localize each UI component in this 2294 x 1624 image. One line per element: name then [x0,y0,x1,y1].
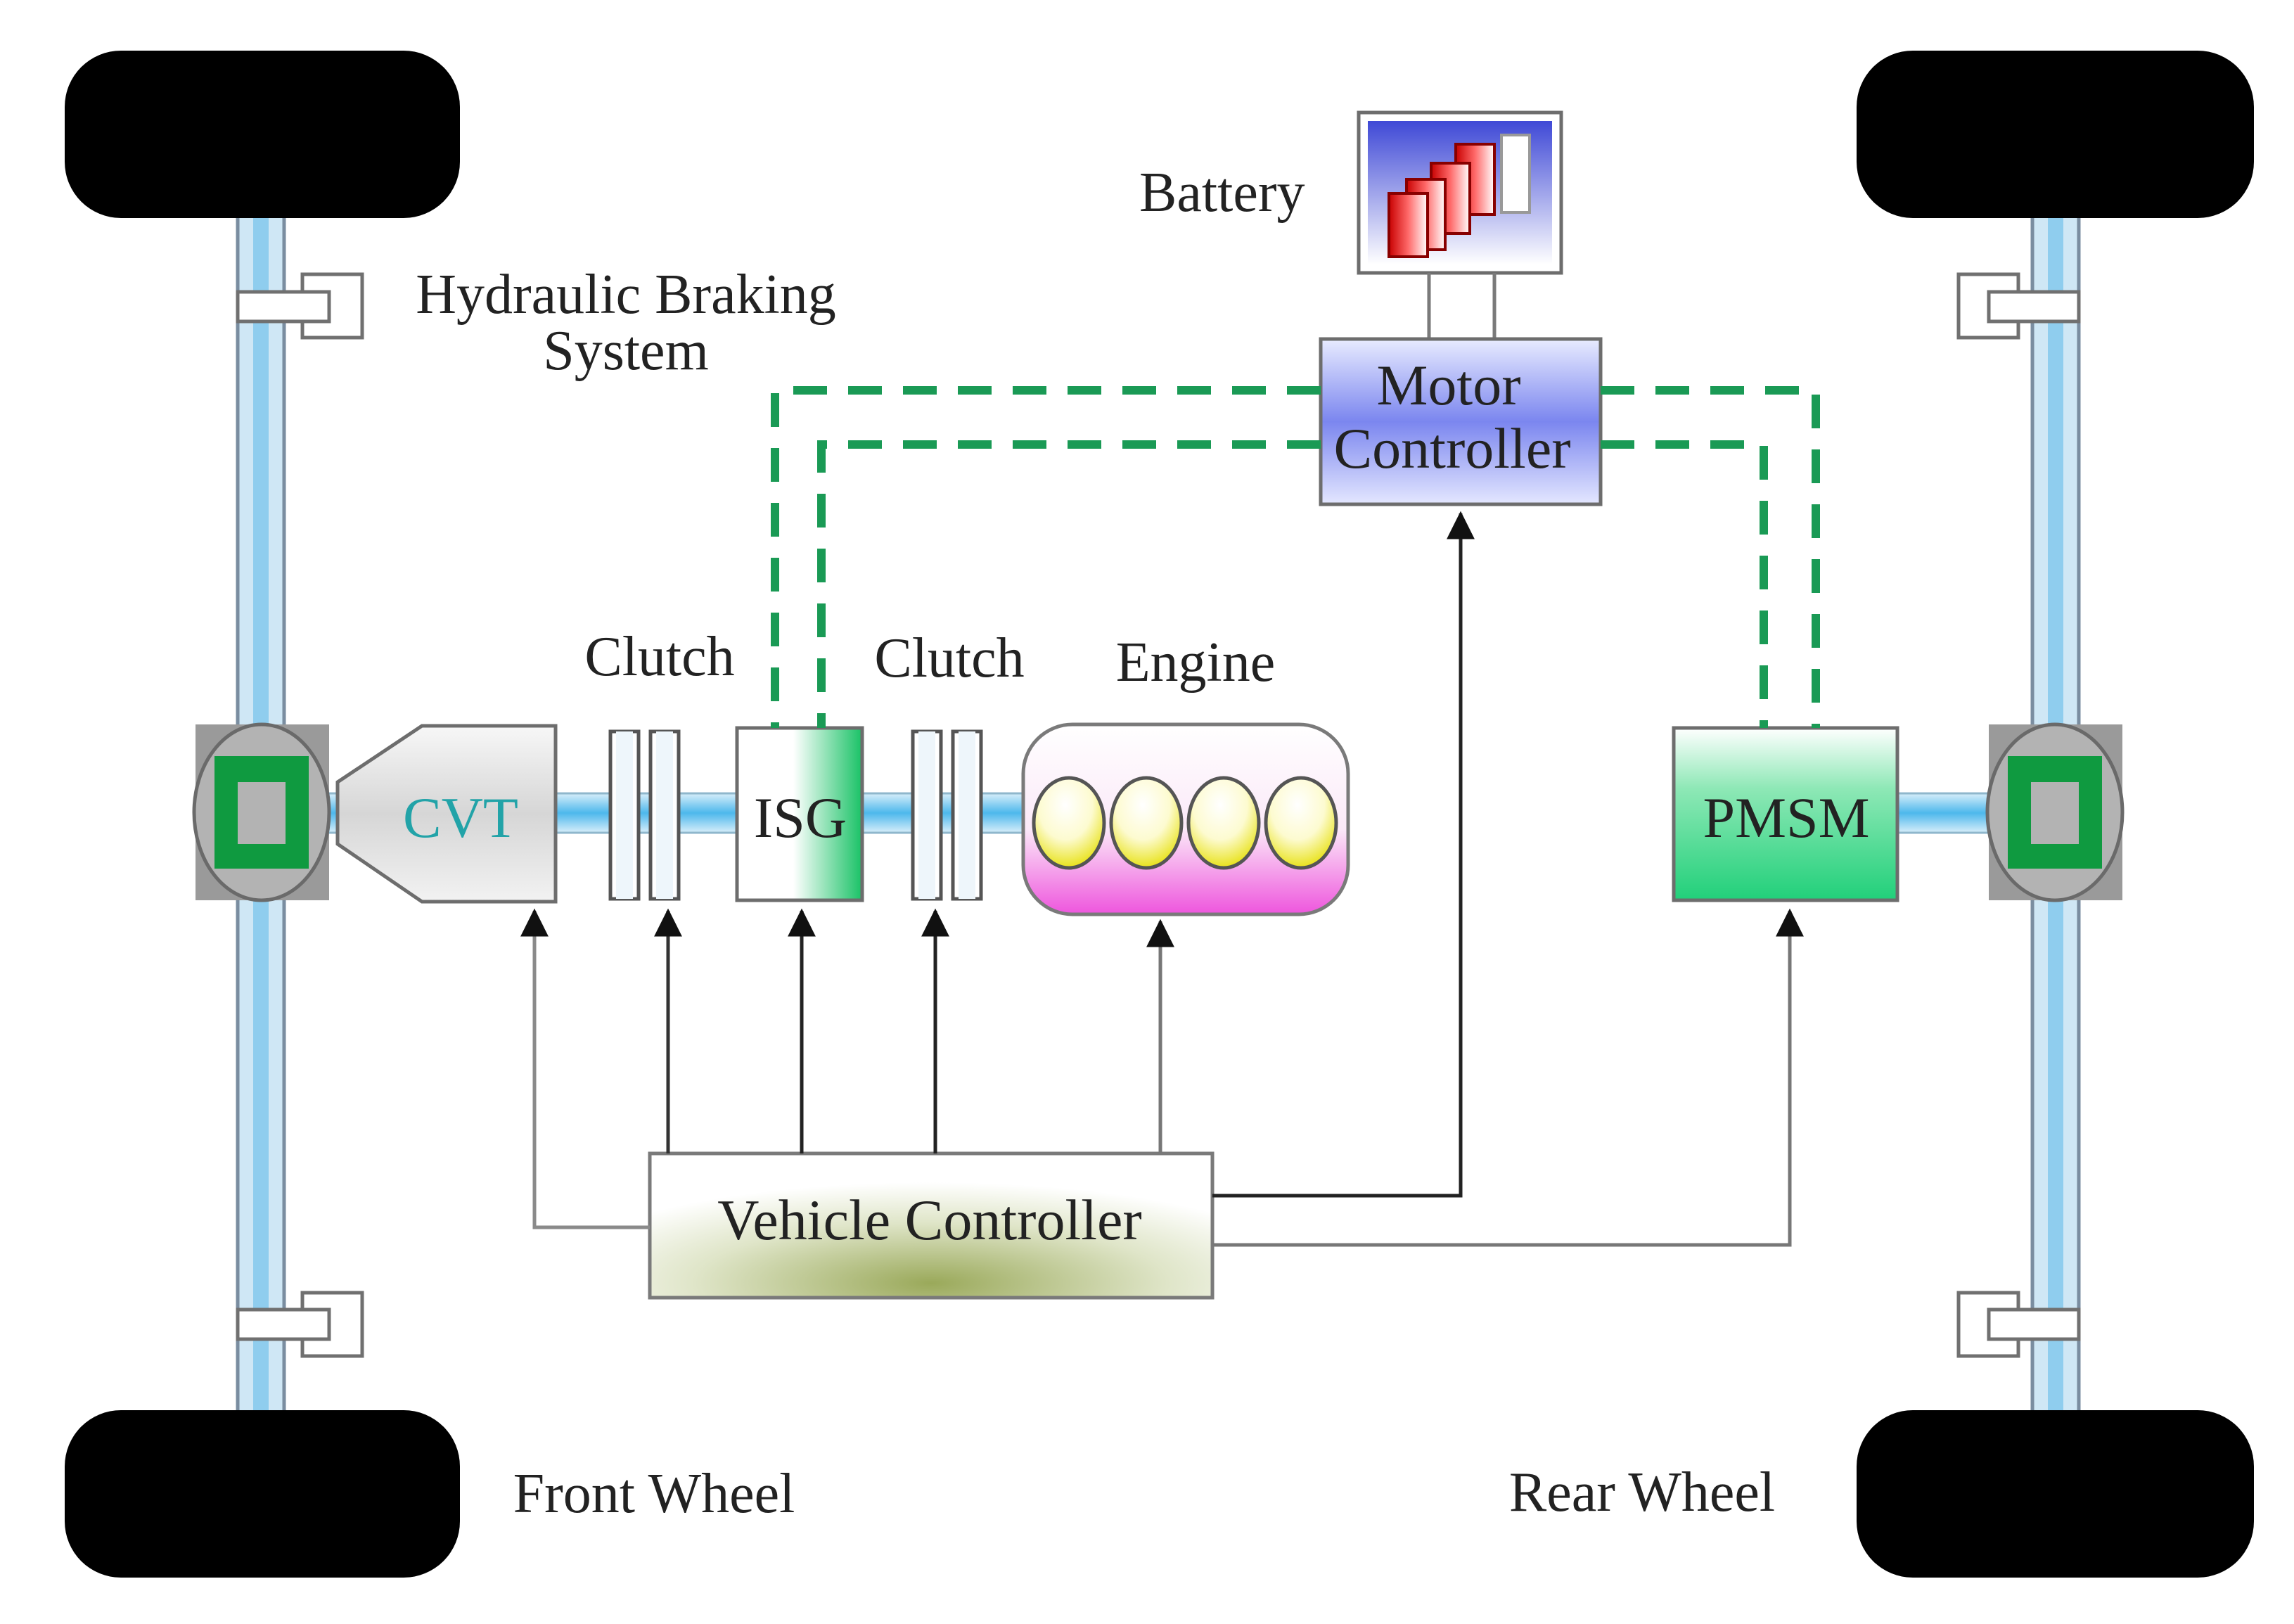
cvt-label: CVT [403,786,518,850]
brake-caliper-front-bottom [236,1291,364,1358]
arrow-to-motor-controller [1212,511,1475,1198]
brake-caliper-rear-top [1956,272,2081,340]
control-arrows [520,511,1804,1247]
engine-cylinder [1264,776,1338,870]
engine-cylinder [1109,776,1184,870]
motor-controller-box [1319,337,1603,506]
engine [1021,722,1350,916]
motor-controller-label-line1: Motor [1377,353,1521,417]
hydraulic-braking-label-line1: Hydraulic Braking [416,264,836,326]
motor-controller-label-line2: Controller [1333,416,1570,480]
front-wheel-top [65,51,460,218]
isg-box [735,726,864,902]
pmsm-label: PMSM [1703,786,1869,850]
battery [1357,110,1563,275]
rear-wheel-label: Rear Wheel [1509,1462,1775,1523]
clutch-1-label: Clutch [584,626,734,688]
pmsm-box [1672,726,1899,902]
isg-label: ISG [754,786,847,850]
front-differential [192,722,331,902]
engine-cylinder [1186,776,1261,870]
clutch-2-label: Clutch [874,627,1024,689]
battery-label: Battery [1139,162,1305,224]
mc-to-isg-inner [817,440,1321,728]
engine-label: Engine [1116,632,1276,693]
mc-to-pmsm-outer [1601,386,1820,728]
rear-differential [1985,722,2125,902]
brake-caliper-front-top [236,272,364,340]
mc-to-pmsm-inner [1601,440,1768,728]
front-wheel-bottom [65,1410,460,1578]
vehicle-controller-label: Vehicle Controller [717,1188,1141,1252]
cvt-box [335,724,558,904]
dashed-signal-lines [771,386,1820,728]
front-wheel-label: Front Wheel [513,1463,795,1525]
clutch-1 [608,729,681,901]
clutch-2 [911,729,983,901]
arrow-to-cvt [520,908,650,1229]
rear-wheel-bottom [1857,1410,2254,1578]
battery-cell-icon [1388,134,1531,258]
arrow-to-pmsm [1212,908,1804,1247]
rear-wheel-top [1857,51,2254,218]
brake-caliper-rear-bottom [1956,1291,2081,1358]
engine-cylinder [1032,776,1106,870]
hydraulic-braking-label-line2: System [543,320,709,382]
mc-to-isg-outer [771,386,1321,728]
vehicle-controller-box [648,1151,1215,1300]
